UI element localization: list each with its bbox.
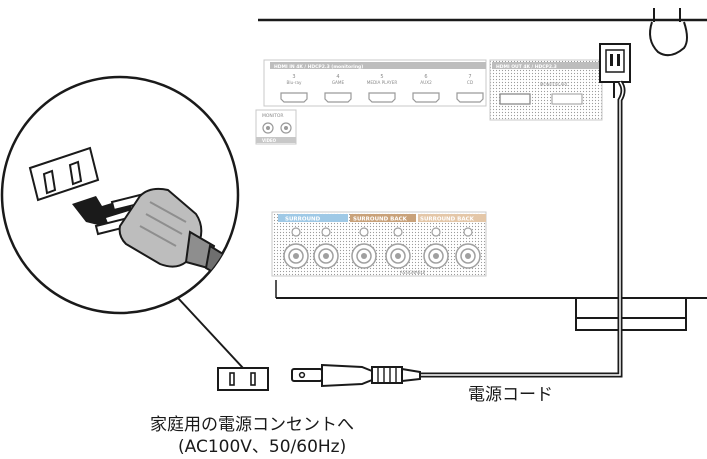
power-cord-label: 電源コード (468, 385, 553, 405)
hdmi-input-number: 3 (292, 74, 295, 80)
speaker-polarity-mark (463, 227, 473, 237)
hdmi-port-7 (456, 92, 484, 103)
surround-back-label: SURROUND BACK (353, 217, 408, 223)
bottom-bracket (575, 298, 687, 331)
monitor-label: MONITOR (262, 113, 284, 119)
zoom-outlet (28, 146, 100, 202)
hdmi-input-name: Blu-ray (287, 80, 302, 85)
speaker-polarity-mark (359, 227, 369, 237)
receiver-rear-panel (258, 18, 707, 299)
monitor-video-block: MONITOR VIDEO (255, 109, 297, 145)
surround-label: SURROUND (285, 217, 321, 223)
outlet-caption-line2: (AC100V、50/60Hz) (178, 437, 347, 457)
speaker-binding-post-core (433, 253, 439, 259)
speaker-terminals (283, 227, 481, 269)
power-plug (291, 363, 421, 388)
hdmi-output-block: HDMI OUT 4K / HDCP2.3 MONITOR ARC (489, 59, 603, 121)
top-right-fixture (649, 8, 688, 57)
hdmi-port-6 (412, 92, 440, 103)
hdmi-port-5 (368, 92, 396, 103)
hdmi-input-name: CD (467, 80, 473, 85)
speaker-binding-post-core (361, 253, 367, 259)
hdmi-input-name: AUX2 (420, 80, 432, 85)
hdmi-input-number: 7 (468, 74, 471, 80)
hdmi-port-3 (280, 92, 308, 103)
speaker-polarity-mark (321, 227, 331, 237)
ac-inlet (599, 43, 631, 83)
hdmi-out-label: MONITOR ARC (540, 82, 569, 87)
speaker-polarity-mark (393, 227, 403, 237)
hdmi-port-4 (324, 92, 352, 103)
speaker-binding-post-core (395, 253, 401, 259)
speaker-polarity-mark (431, 227, 441, 237)
speaker-polarity-mark (291, 227, 301, 237)
hdmi-out-header: HDMI OUT 4K / HDCP2.3 (496, 64, 557, 70)
hdmi-input-name: MEDIA PLAYER (367, 80, 398, 85)
power-cord (420, 80, 626, 378)
hdmi-input-number: 4 (336, 74, 339, 80)
speaker-binding-post-core (465, 253, 471, 259)
speaker-binding-post-core (323, 253, 329, 259)
speaker-binding-post-core (293, 253, 299, 259)
assignable-label: ASSIGNABLE (400, 270, 426, 275)
hdmi-input-number: 5 (380, 74, 383, 80)
hdmi-input-number: 6 (424, 74, 427, 80)
video-label: VIDEO (262, 138, 277, 143)
speaker-terminal-block: SURROUND SURROUND BACK SURROUND BACK ASS… (271, 211, 487, 277)
surround-back2-label: SURROUND BACK (420, 217, 475, 223)
zoom-leader-line (177, 297, 244, 369)
wall-outlet (217, 367, 269, 391)
hdmi-input-name: GAME (332, 80, 345, 85)
plug-zoom-circle (0, 75, 240, 315)
hdmi-in-header: HDMI IN 4K / HDCP2.3 (monitoring) (274, 64, 363, 70)
outlet-caption-line1: 家庭用の電源コンセントへ (150, 415, 354, 435)
hdmi-input-block: HDMI IN 4K / HDCP2.3 (monitoring) 3Blu-r… (263, 59, 487, 107)
